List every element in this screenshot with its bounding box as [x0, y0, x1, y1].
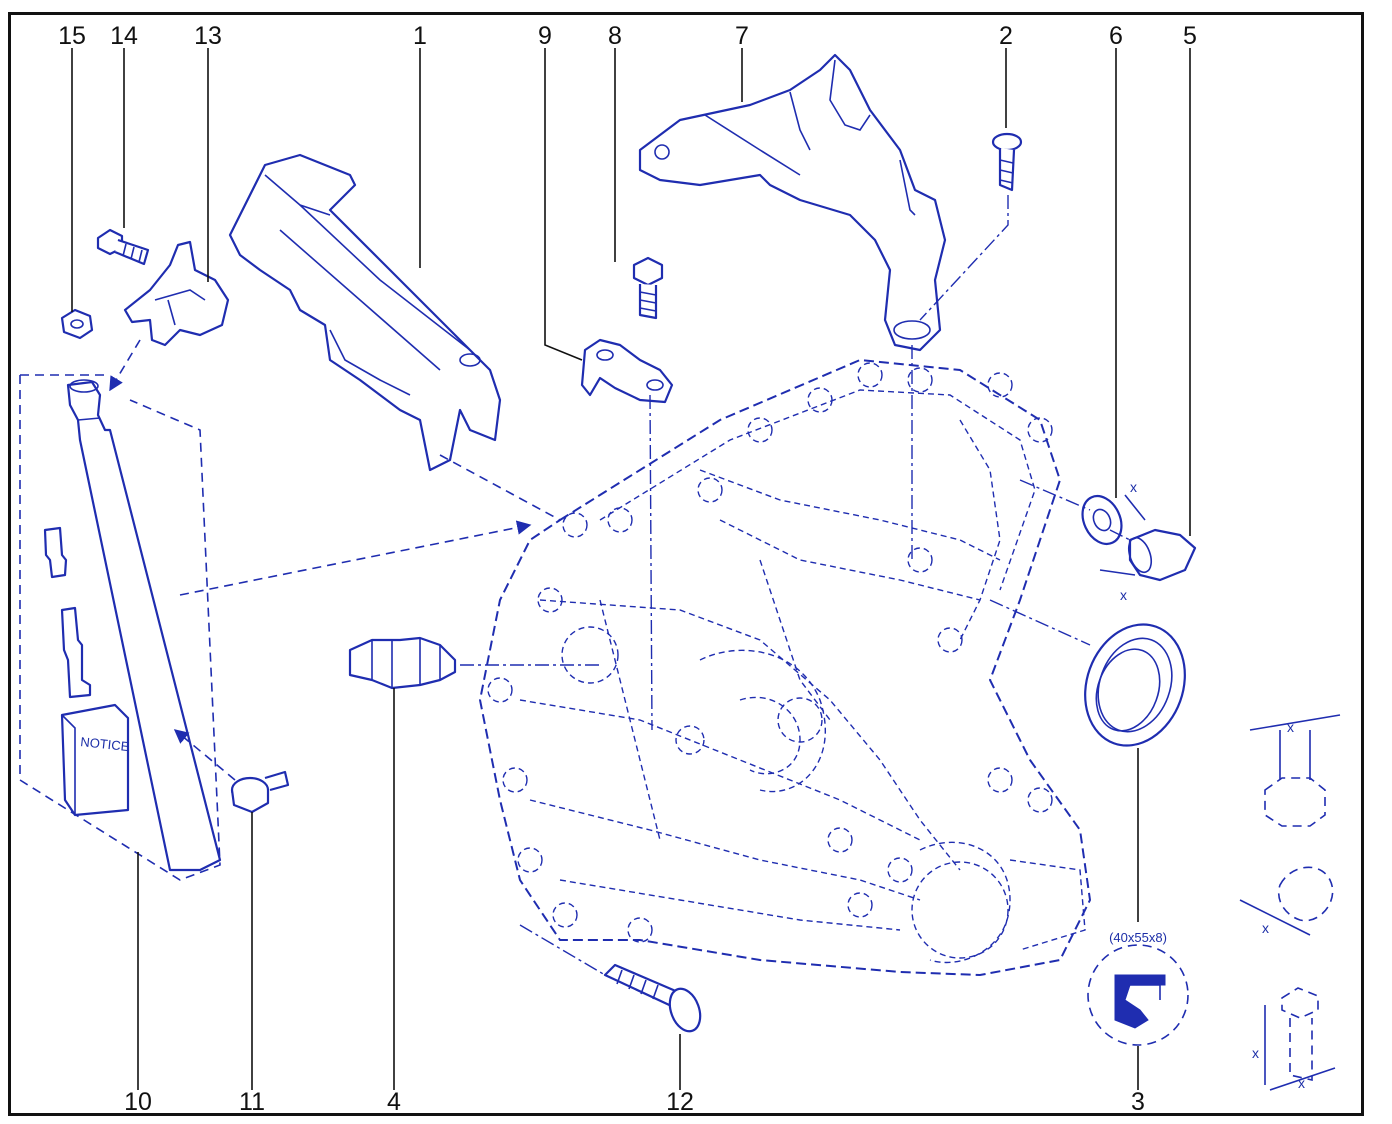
seal-dimensions: (40x55x8) — [1109, 930, 1167, 945]
callout-numbers: 15 14 13 1 9 8 7 2 6 5 10 11 4 12 3 — [58, 22, 1197, 1116]
part-11-clamp — [230, 770, 290, 814]
assembly-lines — [109, 195, 1131, 976]
leader-lines — [71, 48, 1191, 1090]
notice-booklet: NOTICE — [60, 703, 131, 817]
part-15-nut — [60, 308, 94, 340]
part-1-cover — [228, 153, 502, 472]
notice-label: NOTICE — [80, 734, 131, 754]
part-5-plug — [1127, 528, 1197, 582]
part-6-washer — [1081, 494, 1123, 546]
callout-14: 14 — [110, 22, 138, 50]
dimension-x-clamp: x — [1262, 920, 1269, 936]
dimension-icon-bolt: x x — [1252, 987, 1336, 1091]
dimension-x-bolt-diameter: x — [1298, 1075, 1305, 1091]
callout-2: 2 — [999, 22, 1013, 50]
part-14-bolt — [96, 228, 150, 266]
seal-section-detail: (40x55x8) — [1087, 930, 1189, 1046]
dimension-icon-nut: x — [1249, 714, 1341, 827]
part-4-sensor — [348, 636, 457, 690]
callout-6: 6 — [1109, 22, 1123, 50]
part-13-clip — [123, 240, 230, 347]
callout-11: 11 — [239, 1088, 265, 1116]
callout-10: 10 — [124, 1088, 152, 1116]
callout-7: 7 — [735, 22, 749, 50]
callout-5: 5 — [1183, 22, 1197, 50]
callout-15: 15 — [58, 22, 86, 50]
part-10-pipe-kit: NOTICE — [19, 374, 222, 881]
callout-13: 13 — [194, 22, 222, 50]
callout-1: 1 — [413, 22, 427, 50]
dimension-icon-clamp: x — [1239, 866, 1334, 936]
washer-dimension-marks: x x — [1099, 479, 1146, 603]
callout-3: 3 — [1131, 1088, 1145, 1116]
gearbox-housing — [478, 358, 1092, 977]
callout-8: 8 — [608, 22, 622, 50]
part-7-bracket — [638, 53, 947, 352]
part-3-oil-seal: (40x55x8) — [1084, 623, 1189, 1046]
part-9-plate — [580, 338, 674, 404]
part-12-bolt — [603, 963, 702, 1033]
part-8-bolt — [632, 256, 664, 320]
callout-9: 9 — [538, 22, 552, 50]
callout-4: 4 — [387, 1088, 401, 1116]
dimension-x-nut: x — [1287, 719, 1294, 735]
diagram-frame — [8, 12, 1364, 1116]
dimension-x-washer: x — [1130, 479, 1137, 495]
dimension-x-bolt-length: x — [1252, 1045, 1259, 1061]
callout-12: 12 — [666, 1088, 694, 1116]
part-2-screw — [991, 132, 1023, 192]
dimension-x-plug: x — [1120, 587, 1127, 603]
